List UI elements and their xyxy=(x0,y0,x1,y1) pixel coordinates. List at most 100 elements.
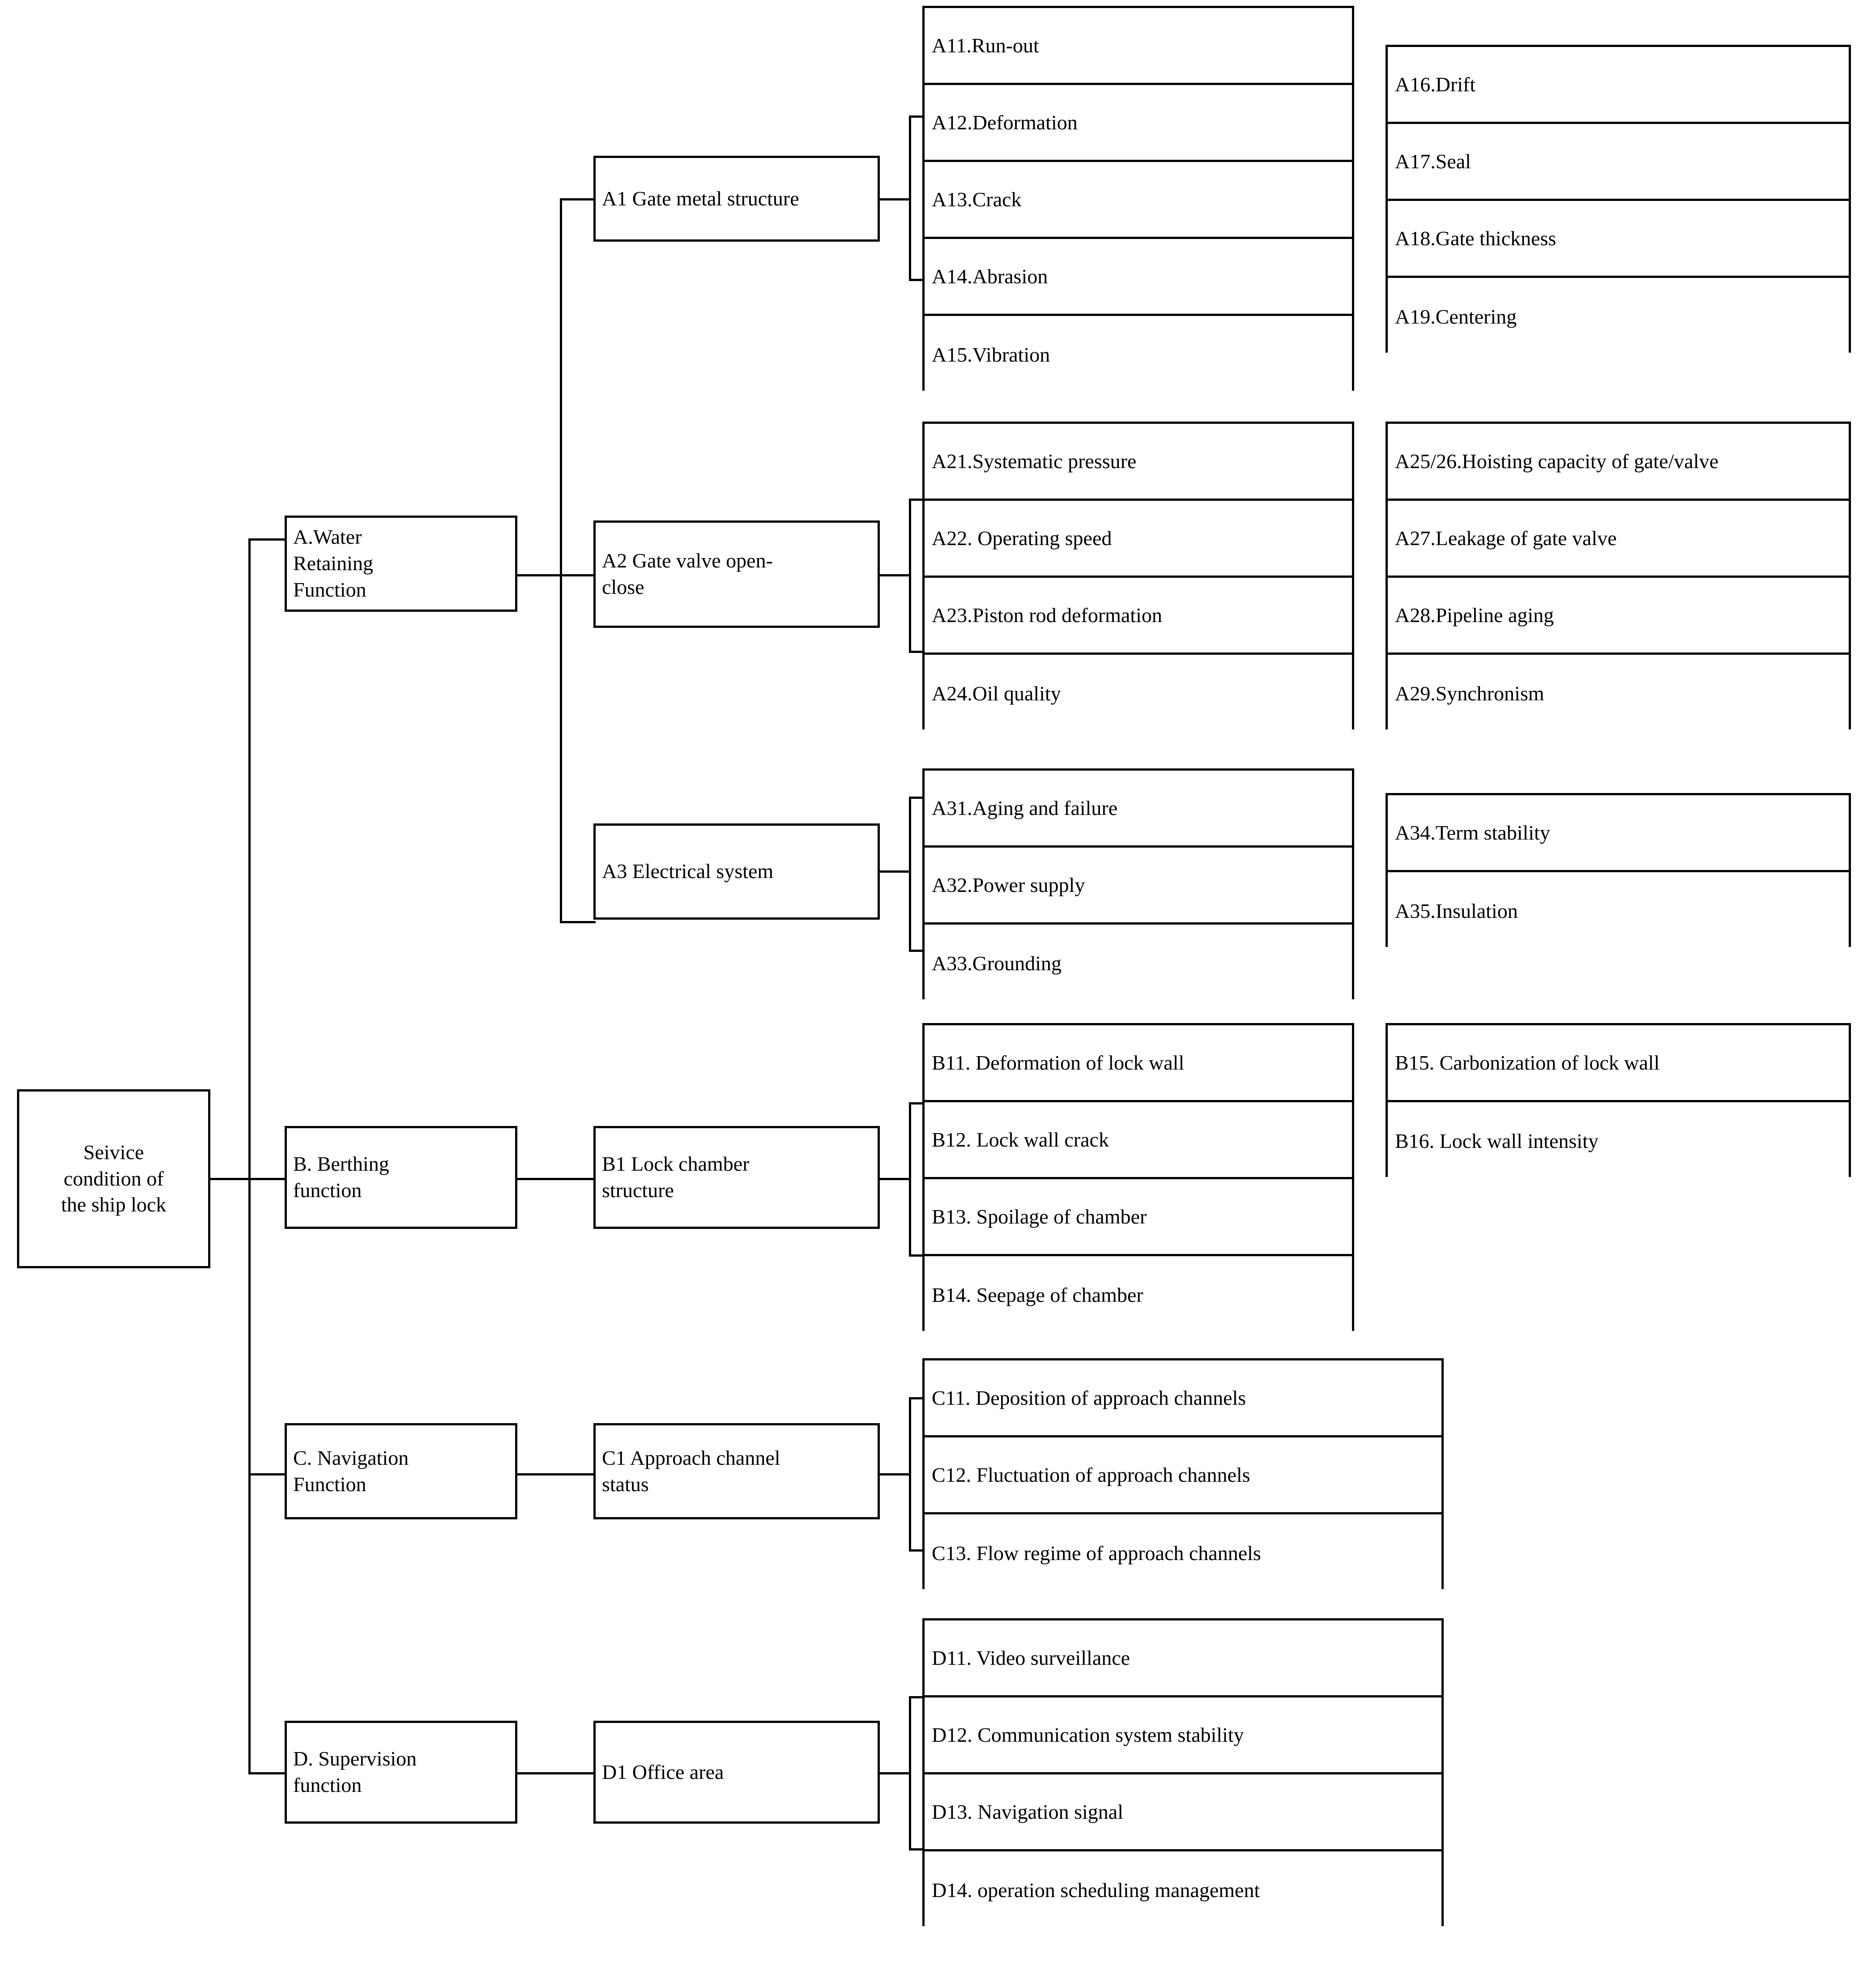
list-item[interactable]: A17.Seal xyxy=(1388,124,1849,201)
level1-D-label: D. Supervision function xyxy=(293,1747,417,1796)
C1-bracket xyxy=(909,1397,911,1549)
list-item[interactable]: A16.Drift xyxy=(1388,47,1849,124)
leaf-label: A14.Abrasion xyxy=(932,265,1048,288)
level1-node-B-berthing[interactable]: B. Berthing function xyxy=(285,1126,517,1229)
list-item[interactable]: A27.Leakage of gate valve xyxy=(1388,501,1849,578)
leaf-stack-A2-secondary: A25/26.Hoisting capacity of gate/valve A… xyxy=(1386,422,1851,732)
list-item[interactable]: A32.Power supply xyxy=(925,848,1352,925)
leaf-label: A25/26.Hoisting capacity of gate/valve xyxy=(1395,450,1719,473)
list-item[interactable]: A34.Term stability xyxy=(1388,795,1849,872)
A-to-A2 xyxy=(560,574,596,576)
list-item[interactable]: D12. Communication system stability xyxy=(925,1697,1441,1774)
list-item[interactable]: A29.Synchronism xyxy=(1388,655,1849,732)
list-item[interactable]: A11.Run-out xyxy=(925,8,1352,85)
list-item[interactable]: A18.Gate thickness xyxy=(1388,201,1849,278)
branch-to-C xyxy=(248,1473,286,1475)
level1-node-C-navigation[interactable]: C. Navigation Function xyxy=(285,1423,517,1519)
root-node-service-condition[interactable]: Seivice condition of the ship lock xyxy=(17,1089,210,1268)
list-item[interactable]: A25/26.Hoisting capacity of gate/valve xyxy=(1388,424,1849,501)
level2-node-A2-gate-valve-open-close[interactable]: A2 Gate valve open- close xyxy=(593,520,880,628)
list-item[interactable]: B13. Spoilage of chamber xyxy=(925,1179,1352,1256)
leaf-label: A33.Grounding xyxy=(932,951,1062,975)
list-item[interactable]: C11. Deposition of approach channels xyxy=(925,1360,1441,1437)
level1-node-D-supervision[interactable]: D. Supervision function xyxy=(285,1721,517,1824)
level1-B-label: B. Berthing function xyxy=(293,1152,389,1202)
list-item[interactable]: A12.Deformation xyxy=(925,85,1352,162)
A1-out-stem xyxy=(880,198,911,200)
level2-C1-label: C1 Approach channel status xyxy=(602,1446,780,1496)
leaf-label: A23.Piston rod deformation xyxy=(932,604,1162,627)
leaf-stack-A3-primary: A31.Aging and failure A32.Power supply A… xyxy=(922,768,1354,1002)
leaf-label: D11. Video surveillance xyxy=(932,1646,1130,1669)
leaf-label: C12. Fluctuation of approach channels xyxy=(932,1463,1250,1486)
level2-node-D1-office-area[interactable]: D1 Office area xyxy=(593,1721,880,1824)
list-item[interactable]: D13. Navigation signal xyxy=(925,1774,1441,1851)
leaf-label: A21.Systematic pressure xyxy=(932,450,1137,473)
B1-bracket-top xyxy=(909,1102,925,1104)
leaf-stack-A1-secondary: A16.Drift A17.Seal A18.Gate thickness A1… xyxy=(1386,45,1851,355)
leaf-label: A27.Leakage of gate valve xyxy=(1395,527,1617,550)
list-item[interactable]: A24.Oil quality xyxy=(925,655,1352,732)
level2-A1-label: A1 Gate metal structure xyxy=(602,187,799,210)
A-children-trunk xyxy=(560,198,562,923)
list-item[interactable]: B11. Deformation of lock wall xyxy=(925,1025,1352,1102)
leaf-label: A34.Term stability xyxy=(1395,821,1550,844)
root-node-label: Seivice condition of the ship lock xyxy=(61,1140,166,1216)
level1-node-A-water-retaining[interactable]: A.Water Retaining Function xyxy=(285,516,517,612)
level2-B1-label: B1 Lock chamber structure xyxy=(602,1152,750,1202)
leaf-label: A31.Aging and failure xyxy=(932,797,1118,819)
leaf-stack-D1-primary: D11. Video surveillance D12. Communicati… xyxy=(922,1618,1444,1928)
A2-bracket-bottom xyxy=(909,651,925,653)
leaf-label: B13. Spoilage of chamber xyxy=(932,1205,1147,1228)
list-item[interactable]: A13.Crack xyxy=(925,162,1352,239)
list-item[interactable]: A33.Grounding xyxy=(925,925,1352,1002)
list-item[interactable]: B15. Carbonization of lock wall xyxy=(1388,1025,1849,1102)
level1-A-label: A.Water Retaining Function xyxy=(293,525,373,601)
leaf-label: D14. operation scheduling management xyxy=(932,1878,1260,1902)
list-item[interactable]: A19.Centering xyxy=(1388,278,1849,355)
list-item[interactable]: D11. Video surveillance xyxy=(925,1620,1441,1697)
leaf-label: A17.Seal xyxy=(1395,150,1471,173)
leaf-label: A18.Gate thickness xyxy=(1395,227,1556,250)
level2-node-A1-gate-metal-structure[interactable]: A1 Gate metal structure xyxy=(593,156,880,242)
list-item[interactable]: D14. operation scheduling management xyxy=(925,1851,1441,1928)
D1-bracket-top xyxy=(909,1696,925,1698)
list-item[interactable]: A35.Insulation xyxy=(1388,872,1849,949)
D1-out-stem xyxy=(880,1772,911,1774)
list-item[interactable]: C13. Flow regime of approach channels xyxy=(925,1514,1441,1591)
list-item[interactable]: A14.Abrasion xyxy=(925,239,1352,316)
leaf-label: A15.Vibration xyxy=(932,343,1050,366)
level2-A2-label: A2 Gate valve open- close xyxy=(602,549,773,598)
leaf-label: A32.Power supply xyxy=(932,874,1085,896)
A-to-A1 xyxy=(560,198,596,200)
A2-bracket-top xyxy=(909,499,925,501)
list-item[interactable]: A15.Vibration xyxy=(925,316,1352,393)
list-item[interactable]: B12. Lock wall crack xyxy=(925,1102,1352,1179)
list-item[interactable]: C12. Fluctuation of approach channels xyxy=(925,1437,1441,1514)
list-item[interactable]: A21.Systematic pressure xyxy=(925,424,1352,501)
leaf-label: B11. Deformation of lock wall xyxy=(932,1051,1185,1074)
B-to-B1 xyxy=(517,1178,596,1180)
list-item[interactable]: A22. Operating speed xyxy=(925,501,1352,578)
level2-node-B1-lock-chamber-structure[interactable]: B1 Lock chamber structure xyxy=(593,1126,880,1229)
list-item[interactable]: A23.Piston rod deformation xyxy=(925,578,1352,655)
C-to-C1 xyxy=(517,1473,596,1475)
D-to-D1 xyxy=(517,1772,596,1774)
list-item[interactable]: A31.Aging and failure xyxy=(925,771,1352,848)
A3-bracket xyxy=(909,797,911,950)
level2-node-C1-approach-channel-status[interactable]: C1 Approach channel status xyxy=(593,1423,880,1519)
leaf-label: A12.Deformation xyxy=(932,111,1078,134)
list-item[interactable]: A28.Pipeline aging xyxy=(1388,578,1849,655)
leaf-label: A35.Insulation xyxy=(1395,899,1518,922)
leaf-label: B14. Seepage of chamber xyxy=(932,1283,1143,1306)
leaf-label: B12. Lock wall crack xyxy=(932,1128,1109,1151)
level2-D1-label: D1 Office area xyxy=(602,1760,724,1783)
list-item[interactable]: B14. Seepage of chamber xyxy=(925,1256,1352,1333)
B1-bracket xyxy=(909,1102,911,1254)
list-item[interactable]: B16. Lock wall intensity xyxy=(1388,1102,1849,1179)
leaf-stack-A2-primary: A21.Systematic pressure A22. Operating s… xyxy=(922,422,1354,732)
A3-bracket-top xyxy=(909,797,925,799)
root-stem xyxy=(210,1178,251,1180)
level2-node-A3-electrical-system[interactable]: A3 Electrical system xyxy=(593,823,880,920)
